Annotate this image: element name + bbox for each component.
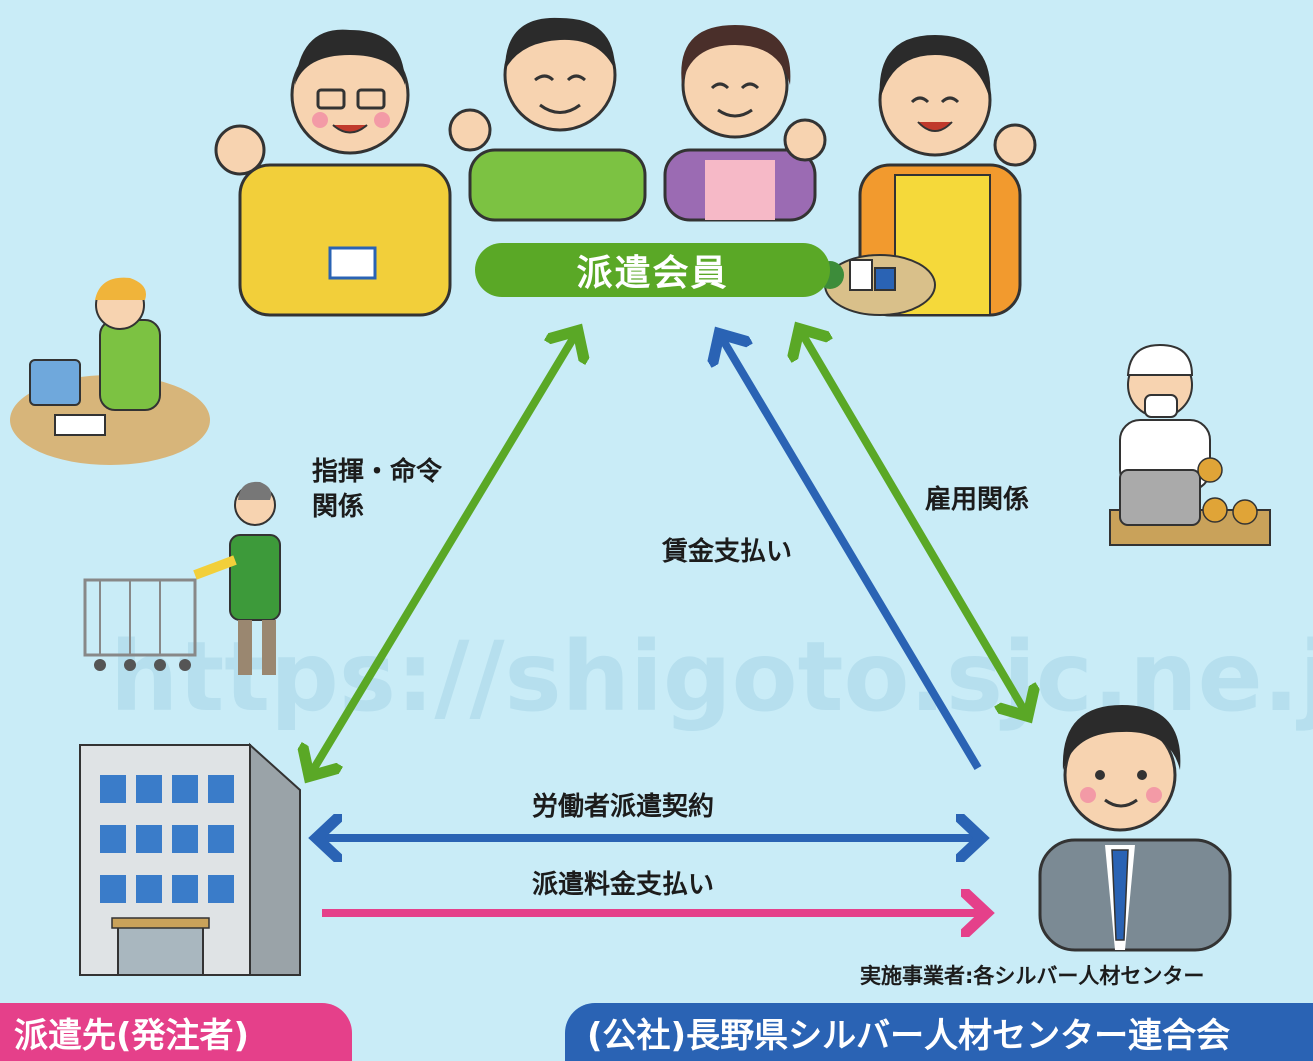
command-arrow bbox=[310, 332, 577, 775]
wage-payment-label: 賃金支払い bbox=[662, 537, 793, 567]
operator-note: 実施事業者:各シルバー人材センター bbox=[860, 964, 1205, 988]
members-label: 派遣会員 bbox=[576, 253, 729, 294]
employment-relation-label: 雇用関係 bbox=[925, 485, 1030, 515]
command-relation-label: 指揮・命令 関係 bbox=[312, 457, 443, 523]
fee-payment-label: 派遣料金支払い bbox=[532, 870, 715, 900]
employment-arrow bbox=[800, 330, 1027, 715]
federation-label: (公社)長野県シルバー人材センター連合会 bbox=[587, 1015, 1231, 1056]
dispatch-contract-label: 労働者派遣契約 bbox=[532, 792, 715, 822]
businessman-illustration bbox=[1038, 705, 1232, 952]
cart-worker-illustration bbox=[83, 481, 281, 675]
cleaning-worker-illustration bbox=[10, 277, 210, 465]
building-illustration bbox=[79, 742, 301, 976]
client-node: 派遣先(発注者) bbox=[0, 1003, 352, 1061]
cook-illustration bbox=[1109, 343, 1271, 546]
members-illustration bbox=[214, 17, 1037, 317]
client-label: 派遣先(発注者) bbox=[14, 1015, 250, 1056]
members-node: 派遣会員 bbox=[475, 243, 830, 297]
federation-node: (公社)長野県シルバー人材センター連合会 bbox=[565, 1003, 1313, 1061]
